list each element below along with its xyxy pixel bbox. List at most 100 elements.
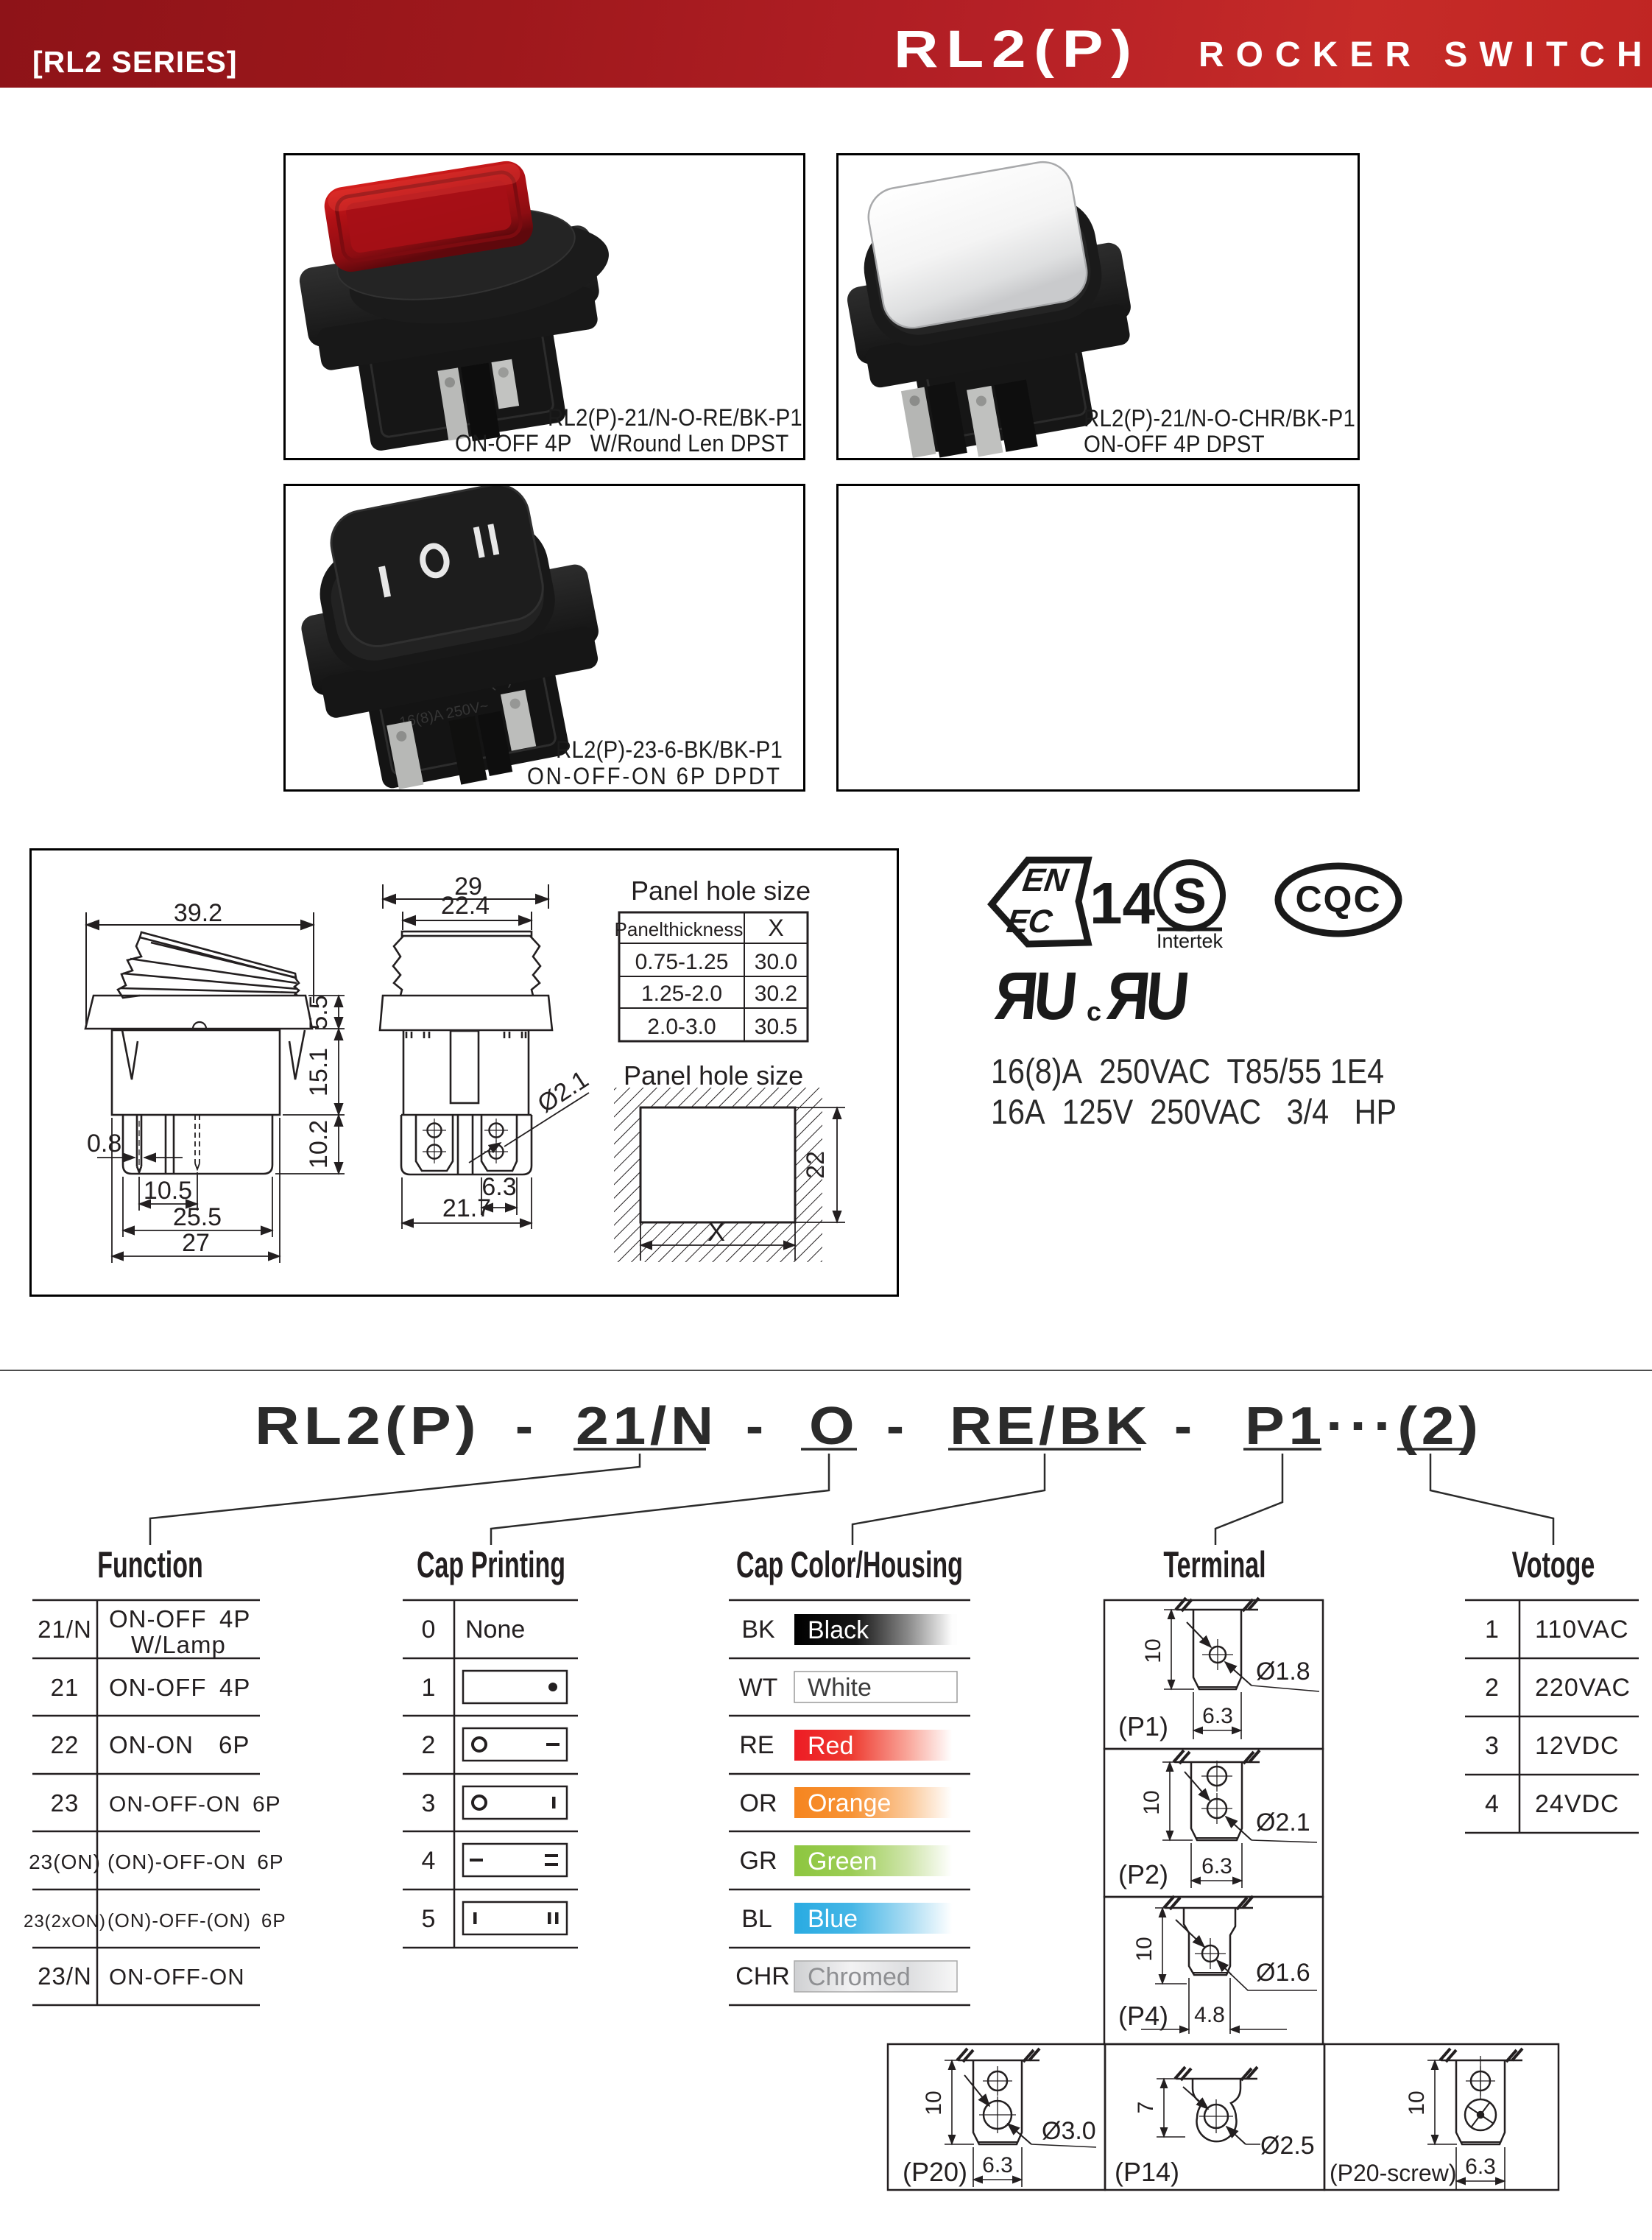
svg-text:Ø2.1: Ø2.1 xyxy=(1256,1808,1310,1836)
svg-text:6.3: 6.3 xyxy=(982,2153,1013,2177)
svg-text:0: 0 xyxy=(422,1616,436,1644)
svg-text:5.5: 5.5 xyxy=(305,995,333,1029)
svg-text:Green: Green xyxy=(808,1848,878,1876)
svg-text:1: 1 xyxy=(422,1674,436,1702)
svg-text:X: X xyxy=(768,915,783,941)
svg-text:21: 21 xyxy=(51,1674,80,1701)
svg-text:7: 7 xyxy=(1134,2102,1158,2114)
svg-text:CHR: CHR xyxy=(735,1962,790,1990)
svg-text:14: 14 xyxy=(1090,870,1155,936)
svg-text:Blue: Blue xyxy=(808,1905,858,1933)
svg-text:GR: GR xyxy=(740,1847,777,1875)
svg-text:RE: RE xyxy=(739,1731,774,1759)
svg-text:Ø1.8: Ø1.8 xyxy=(1256,1658,1310,1686)
svg-text:10: 10 xyxy=(1405,2091,1429,2115)
svg-text:21.7: 21.7 xyxy=(442,1194,491,1222)
svg-text:1: 1 xyxy=(1485,1616,1500,1644)
svg-text:23(ON): 23(ON) xyxy=(29,1850,101,1873)
svg-text:10: 10 xyxy=(922,2091,946,2115)
svg-text:10: 10 xyxy=(1132,1937,1157,1961)
svg-text:White: White xyxy=(808,1674,872,1702)
svg-text:OR: OR xyxy=(740,1789,777,1817)
svg-text:(P20): (P20) xyxy=(903,2157,967,2187)
svg-text:30.5: 30.5 xyxy=(755,1015,797,1039)
svg-text:25.5: 25.5 xyxy=(173,1203,222,1231)
svg-text:Red: Red xyxy=(808,1732,853,1760)
svg-text:Ø1.6: Ø1.6 xyxy=(1256,1959,1310,1987)
svg-text:21/N: 21/N xyxy=(38,1616,92,1643)
svg-text:6.3: 6.3 xyxy=(481,1173,516,1201)
svg-text:39.2: 39.2 xyxy=(174,899,222,927)
svg-text:10: 10 xyxy=(1141,1638,1165,1663)
svg-text:10.5: 10.5 xyxy=(144,1177,192,1205)
svg-text:10.2: 10.2 xyxy=(305,1120,333,1169)
svg-text:CQC: CQC xyxy=(1295,878,1381,920)
svg-text:BL: BL xyxy=(741,1905,772,1933)
svg-text:23: 23 xyxy=(51,1789,80,1817)
svg-text:Black: Black xyxy=(808,1616,869,1644)
svg-text:(ON)-OFF-(ON) 6P: (ON)-OFF-(ON) 6P xyxy=(107,1909,286,1931)
svg-text:Intertek: Intertek xyxy=(1157,930,1224,952)
svg-text:29: 29 xyxy=(454,873,482,901)
svg-text:Ø2.1: Ø2.1 xyxy=(533,1066,594,1119)
svg-text:23/N: 23/N xyxy=(38,1962,92,1990)
svg-text:ON-OFF-ON: ON-OFF-ON xyxy=(109,1964,245,1990)
svg-text:BK: BK xyxy=(741,1616,775,1644)
svg-text:None: None xyxy=(465,1616,525,1644)
svg-text:(P20-screw): (P20-screw) xyxy=(1330,2160,1456,2186)
svg-text:WT: WT xyxy=(739,1674,778,1702)
svg-text:ON-OFF-ON 6P: ON-OFF-ON 6P xyxy=(109,1792,281,1817)
svg-text:3: 3 xyxy=(1485,1732,1500,1760)
svg-text:ON-OFF 4P: ON-OFF 4P xyxy=(109,1605,250,1633)
svg-text:Panel hole size: Panel hole size xyxy=(624,1060,803,1091)
svg-text:ЯU: ЯU xyxy=(992,958,1077,1034)
svg-text:4.8: 4.8 xyxy=(1194,2003,1225,2027)
svg-text:0.8: 0.8 xyxy=(87,1130,121,1158)
svg-text:S: S xyxy=(1173,868,1206,924)
svg-text:27: 27 xyxy=(182,1229,210,1257)
svg-text:24VDC: 24VDC xyxy=(1535,1790,1620,1818)
svg-text:Ø3.0: Ø3.0 xyxy=(1042,2117,1096,2145)
svg-text:6.3: 6.3 xyxy=(1202,1704,1233,1728)
svg-text:ON-ON 6P: ON-ON 6P xyxy=(109,1731,250,1758)
svg-text:2.0-3.0: 2.0-3.0 xyxy=(647,1015,716,1039)
svg-text:EC: EC xyxy=(1004,904,1055,940)
svg-text:2: 2 xyxy=(1485,1674,1500,1702)
svg-text:ЯU: ЯU xyxy=(1104,958,1189,1034)
svg-text:(P14): (P14) xyxy=(1115,2157,1179,2187)
svg-text:Panelthickness: Panelthickness xyxy=(615,918,744,940)
svg-text:Panel hole size: Panel hole size xyxy=(631,876,811,906)
svg-text:4: 4 xyxy=(422,1847,436,1875)
svg-text:6.3: 6.3 xyxy=(1201,1854,1232,1878)
svg-text:(P1): (P1) xyxy=(1118,1711,1168,1741)
svg-text:Chromed: Chromed xyxy=(808,1963,911,1991)
svg-text:6.3: 6.3 xyxy=(1465,2155,1496,2179)
svg-text:22: 22 xyxy=(802,1151,830,1179)
svg-text:5: 5 xyxy=(422,1905,436,1933)
svg-text:22.4: 22.4 xyxy=(441,892,490,920)
svg-text:30.0: 30.0 xyxy=(755,950,797,974)
svg-text:0.75-1.25: 0.75-1.25 xyxy=(635,950,729,974)
svg-text:30.2: 30.2 xyxy=(755,982,797,1006)
svg-text:4: 4 xyxy=(1485,1790,1500,1818)
svg-text:2: 2 xyxy=(422,1731,436,1759)
svg-text:(P4): (P4) xyxy=(1118,2001,1168,2031)
svg-text:12VDC: 12VDC xyxy=(1535,1732,1620,1760)
svg-text:Ø2.5: Ø2.5 xyxy=(1260,2132,1315,2160)
svg-text:ON-OFF 4P: ON-OFF 4P xyxy=(109,1674,250,1701)
svg-text:1.25-2.0: 1.25-2.0 xyxy=(641,982,722,1006)
svg-text:c: c xyxy=(1087,996,1101,1026)
svg-text:(P2): (P2) xyxy=(1118,1859,1168,1889)
svg-text:W/Lamp: W/Lamp xyxy=(131,1631,226,1658)
svg-text:10: 10 xyxy=(1140,1790,1164,1814)
svg-text:(ON)-OFF-ON 6P: (ON)-OFF-ON 6P xyxy=(107,1850,284,1873)
svg-text:22: 22 xyxy=(51,1731,80,1758)
svg-text:3: 3 xyxy=(422,1789,436,1817)
svg-text:Orange: Orange xyxy=(808,1789,891,1817)
svg-text:15.1: 15.1 xyxy=(305,1048,333,1096)
svg-text:23(2xON): 23(2xON) xyxy=(24,1912,106,1931)
svg-text:X: X xyxy=(707,1216,725,1247)
svg-text:110VAC: 110VAC xyxy=(1535,1616,1629,1644)
svg-text:EN: EN xyxy=(1020,862,1071,898)
svg-text:220VAC: 220VAC xyxy=(1535,1674,1631,1702)
